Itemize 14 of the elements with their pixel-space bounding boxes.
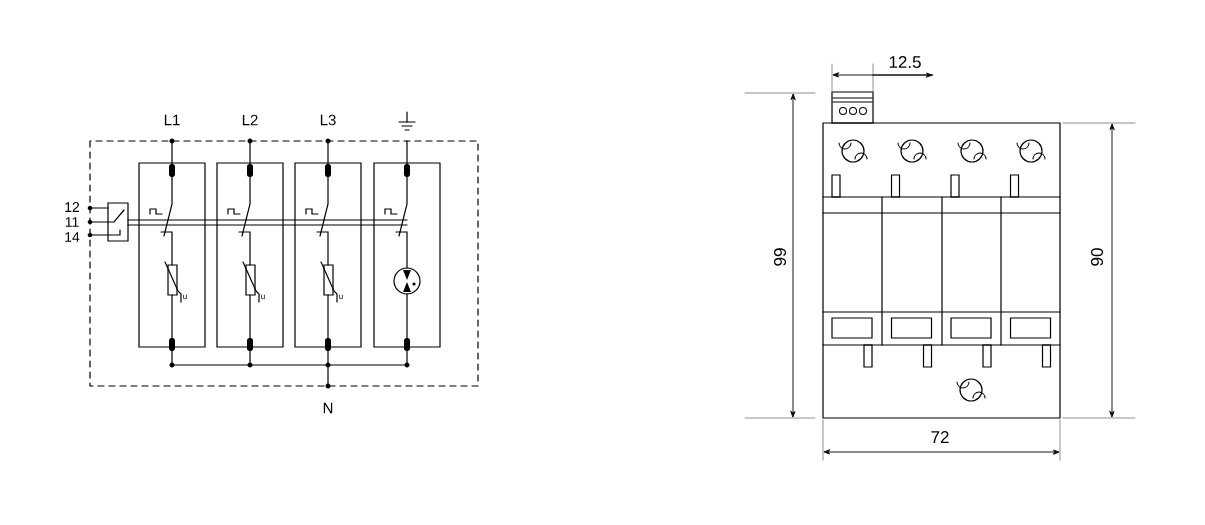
symbol-label: u <box>183 294 187 300</box>
terminal-label: L1 <box>164 114 180 126</box>
terminal-label: L3 <box>320 114 336 126</box>
terminal-label: N <box>323 402 333 414</box>
dimension-label: 90 <box>1091 248 1104 266</box>
dimension-label: 99 <box>774 248 787 266</box>
pin-label: 12 <box>65 202 80 212</box>
dimension-label: 72 <box>931 431 949 443</box>
symbol-label: u <box>261 294 265 300</box>
pin-label: 11 <box>65 217 79 227</box>
pin-label: 14 <box>65 232 80 242</box>
symbol-label: u <box>339 294 343 300</box>
terminal-label: L2 <box>242 114 258 126</box>
dimension-label: 12.5 <box>889 56 921 69</box>
